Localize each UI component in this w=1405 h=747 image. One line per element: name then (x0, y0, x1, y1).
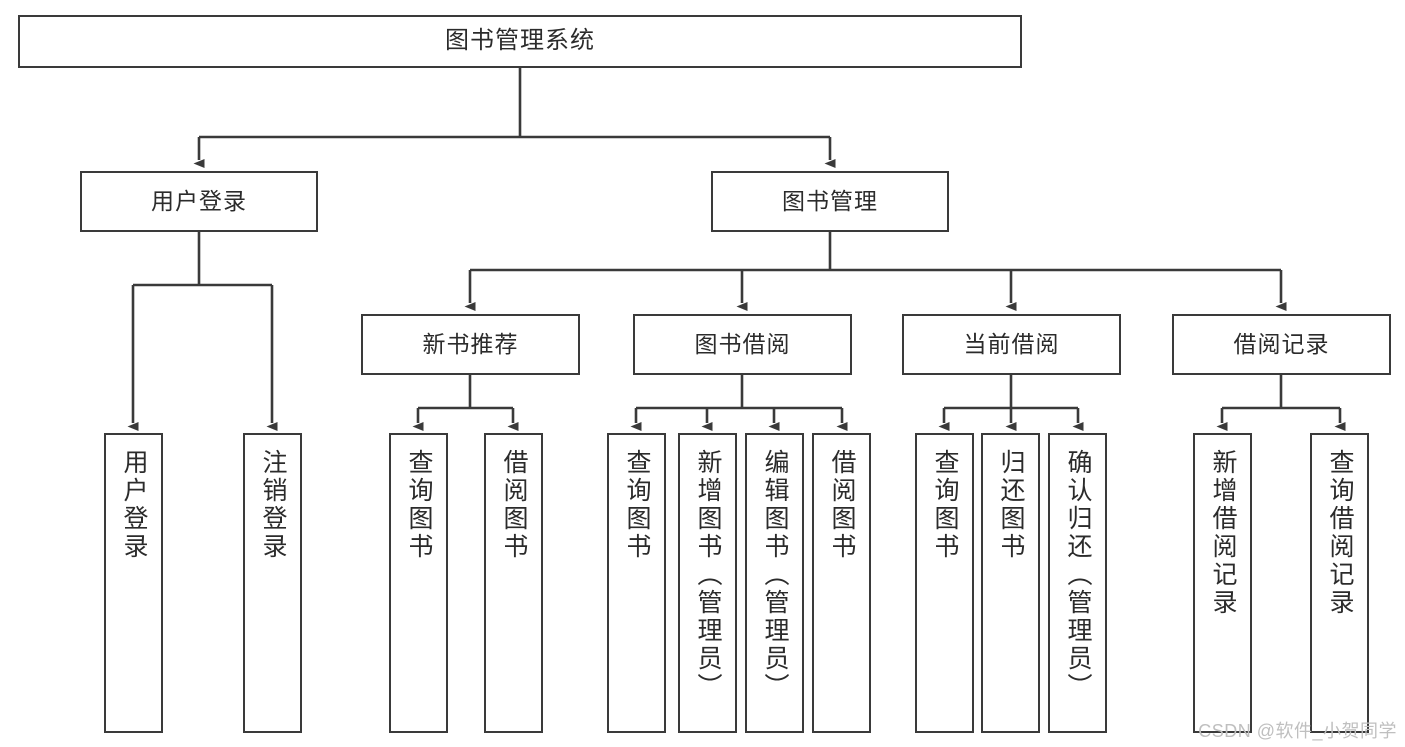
leaf-user-login[interactable]: 用户登录 (104, 433, 163, 733)
leaf-query-borrow-record[interactable]: 查询借阅记录 (1310, 433, 1369, 733)
watermark-text: CSDN @软件_小贺同学 (1198, 721, 1397, 741)
node-book-borrow[interactable]: 图书借阅 (633, 314, 852, 375)
leaf-confirm-return[interactable]: 确认归还（管理员） (1048, 433, 1107, 733)
leaf-borrow-book-1[interactable]: 借阅图书 (484, 433, 543, 733)
node-borrow-record-label: 借阅记录 (1233, 330, 1330, 357)
leaf-return-book[interactable]: 归还图书 (981, 433, 1040, 733)
leaf-user-login-label: 用户登录 (120, 449, 148, 561)
node-book-manage[interactable]: 图书管理 (711, 171, 949, 232)
leaf-query-book-1-label: 查询图书 (405, 449, 433, 561)
leaf-query-book-2[interactable]: 查询图书 (607, 433, 666, 733)
node-new-book-recommend-label: 新书推荐 (422, 330, 519, 357)
node-book-borrow-label: 图书借阅 (694, 330, 791, 357)
leaf-add-borrow-record-label: 新增借阅记录 (1209, 449, 1237, 617)
node-borrow-record[interactable]: 借阅记录 (1172, 314, 1391, 375)
leaf-confirm-return-label: 确认归还（管理员） (1064, 449, 1092, 701)
node-root[interactable]: 图书管理系统 (18, 15, 1022, 68)
node-user-login[interactable]: 用户登录 (80, 171, 318, 232)
node-new-book-recommend[interactable]: 新书推荐 (361, 314, 580, 375)
leaf-logout-login[interactable]: 注销登录 (243, 433, 302, 733)
leaf-add-book-label: 新增图书（管理员） (694, 449, 722, 701)
node-root-label: 图书管理系统 (445, 27, 595, 55)
leaf-borrow-book-2[interactable]: 借阅图书 (812, 433, 871, 733)
leaf-borrow-book-1-label: 借阅图书 (500, 449, 528, 561)
leaf-add-borrow-record[interactable]: 新增借阅记录 (1193, 433, 1252, 733)
leaf-add-book[interactable]: 新增图书（管理员） (678, 433, 737, 733)
leaf-edit-book-label: 编辑图书（管理员） (761, 449, 789, 701)
leaf-query-book-3[interactable]: 查询图书 (915, 433, 974, 733)
leaf-borrow-book-2-label: 借阅图书 (828, 449, 856, 561)
leaf-logout-login-label: 注销登录 (259, 449, 287, 561)
leaf-return-book-label: 归还图书 (997, 449, 1025, 561)
leaf-edit-book[interactable]: 编辑图书（管理员） (745, 433, 804, 733)
node-current-borrow[interactable]: 当前借阅 (902, 314, 1121, 375)
leaf-query-book-2-label: 查询图书 (623, 449, 651, 561)
node-book-manage-label: 图书管理 (782, 187, 878, 214)
leaf-query-book-1[interactable]: 查询图书 (389, 433, 448, 733)
node-user-login-label: 用户登录 (151, 187, 247, 214)
node-current-borrow-label: 当前借阅 (963, 330, 1060, 357)
leaf-query-book-3-label: 查询图书 (931, 449, 959, 561)
leaf-query-borrow-record-label: 查询借阅记录 (1326, 449, 1354, 617)
